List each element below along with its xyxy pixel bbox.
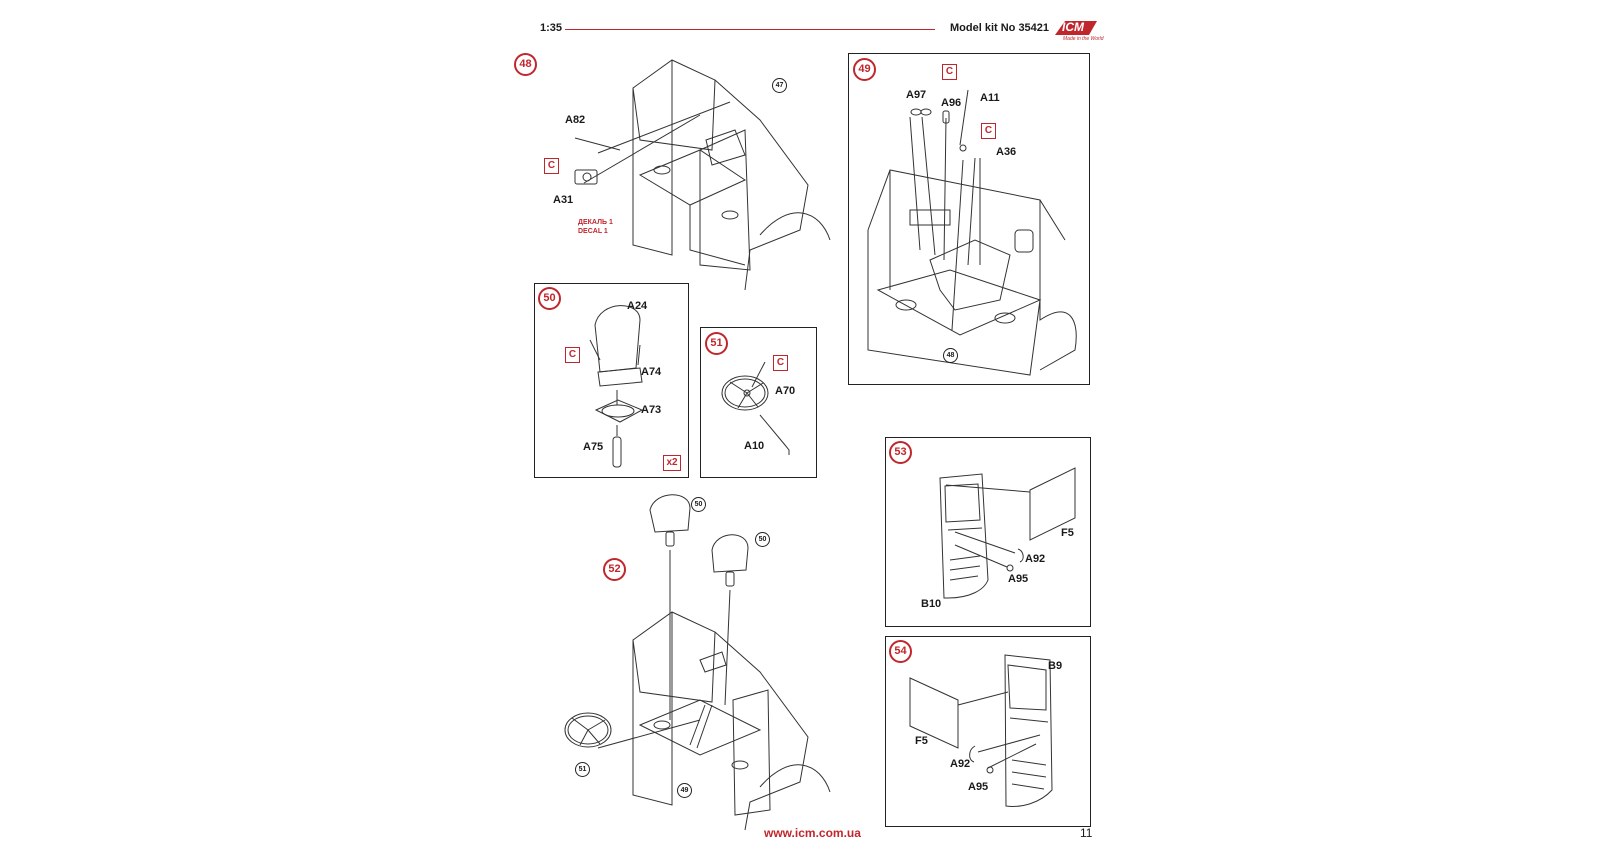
part-a95-label: A95 [1008,573,1029,585]
color-c-mark: C [544,158,559,174]
part-a92-label: A92 [1025,553,1046,565]
decal-en-label: DECAL 1 [578,228,608,235]
part-a31-label: A31 [553,194,574,206]
step-52-ref-49: 49 [677,783,692,798]
step-49-badge: 49 [853,58,876,81]
step-52-ref-51: 51 [575,762,590,777]
step-49-frame [848,53,1090,385]
part-b9-label: B9 [1048,660,1063,672]
step-54-badge: 54 [889,640,912,663]
part-a10-label: A10 [744,440,765,452]
part-a70-label: A70 [775,385,796,397]
part-a36-label: A36 [996,146,1017,158]
part-a97-label: A97 [906,89,927,101]
part-b10-label: B10 [921,598,942,610]
icm-logo-icon [1055,21,1097,35]
color-c-mark: C [565,347,580,363]
color-c-mark-1: C [942,64,957,80]
step-50-badge: 50 [538,287,561,310]
part-a74-label: A74 [641,366,662,378]
part-a92-label: A92 [950,758,971,770]
step-49-ref: 48 [943,348,958,363]
step-51-badge: 51 [705,332,728,355]
part-a11-label: A11 [980,92,1000,104]
part-a75-label: A75 [583,441,604,453]
step-52-ref-50b: 50 [755,532,770,547]
part-f5-label: F5 [915,735,928,747]
scale-label: 1:35 [540,22,563,34]
part-a95-label: A95 [968,781,989,793]
part-a82-label: A82 [565,114,586,126]
header-rule [565,29,935,30]
quantity-badge: x2 [663,455,681,471]
step-54-frame [885,636,1091,827]
step-50-frame [534,283,689,478]
logo-tagline: Made in the World [1063,36,1104,42]
color-c-mark: C [773,355,788,371]
website-url: www.icm.com.ua [764,826,861,840]
step-53-badge: 53 [889,441,912,464]
kit-number: Model kit No 35421 [950,22,1050,34]
decal-ru-label: ДЕКАЛЬ 1 [578,219,613,226]
part-a73-label: A73 [641,404,662,416]
part-a96-label: A96 [941,97,962,109]
step-52-ref-50a: 50 [691,497,706,512]
step-52-badge: 52 [603,558,626,581]
step-48-badge: 48 [514,53,537,76]
step-53-frame [885,437,1091,627]
part-f5-label: F5 [1061,527,1074,539]
step-48-ref: 47 [772,78,787,93]
page-number: 11 [1080,826,1093,840]
part-a24-label: A24 [627,300,648,312]
color-c-mark-2: C [981,123,996,139]
logo-text: ICM [1062,20,1084,34]
